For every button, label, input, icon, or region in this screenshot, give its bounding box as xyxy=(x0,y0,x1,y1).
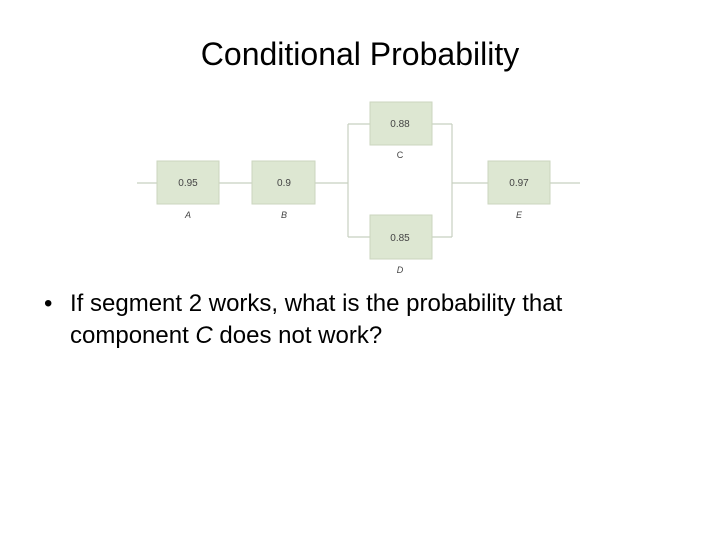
component-e: 0.97 E xyxy=(487,160,551,220)
component-b-box xyxy=(251,160,316,205)
component-c-value: 0.88 xyxy=(390,119,410,130)
component-e-label: E xyxy=(516,210,523,220)
question-text-part1: If segment 2 works, what is the probabil… xyxy=(70,290,563,349)
component-a-value: 0.95 xyxy=(178,178,198,189)
question-text-part2: does not work? xyxy=(212,322,383,349)
question-text: If segment 2 works, what is the probabil… xyxy=(70,288,684,352)
component-b: 0.9 B xyxy=(251,160,316,220)
component-a-label: A xyxy=(184,210,191,220)
component-d-value: 0.85 xyxy=(390,233,410,244)
component-e-box xyxy=(487,160,551,205)
component-c: 0.88 C xyxy=(369,101,433,160)
component-d-label: D xyxy=(397,265,404,275)
component-e-value: 0.97 xyxy=(509,178,529,189)
component-b-label: B xyxy=(281,210,287,220)
component-a: 0.95 A xyxy=(156,160,220,220)
question-bullet-item: • If segment 2 works, what is the probab… xyxy=(44,288,684,352)
component-d-box xyxy=(369,214,433,260)
question-component: C xyxy=(195,322,213,349)
component-a-box xyxy=(156,160,220,205)
diagram-wires xyxy=(137,123,580,238)
component-c-box xyxy=(369,101,433,146)
component-c-label: C xyxy=(397,150,404,160)
component-d: 0.85 D xyxy=(369,214,433,275)
bullet-marker: • xyxy=(44,290,53,317)
slide-title: Conditional Probability xyxy=(200,36,520,72)
component-b-value: 0.9 xyxy=(277,178,291,189)
